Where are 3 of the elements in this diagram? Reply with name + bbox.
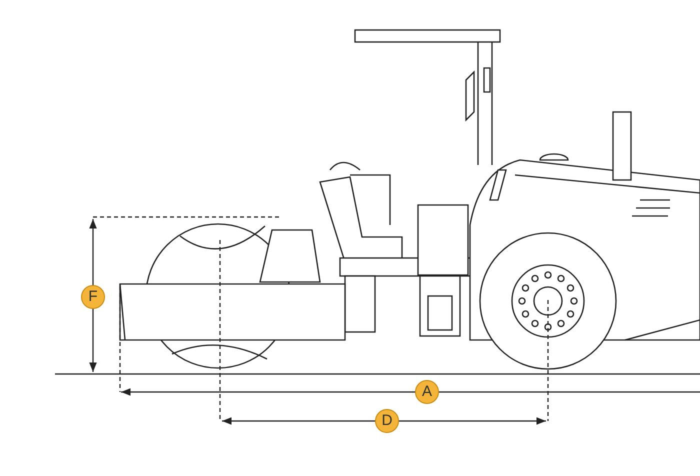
callout-letter: D [375, 409, 399, 433]
callout-letter: F [81, 285, 105, 309]
callout-letter: A [415, 380, 439, 404]
